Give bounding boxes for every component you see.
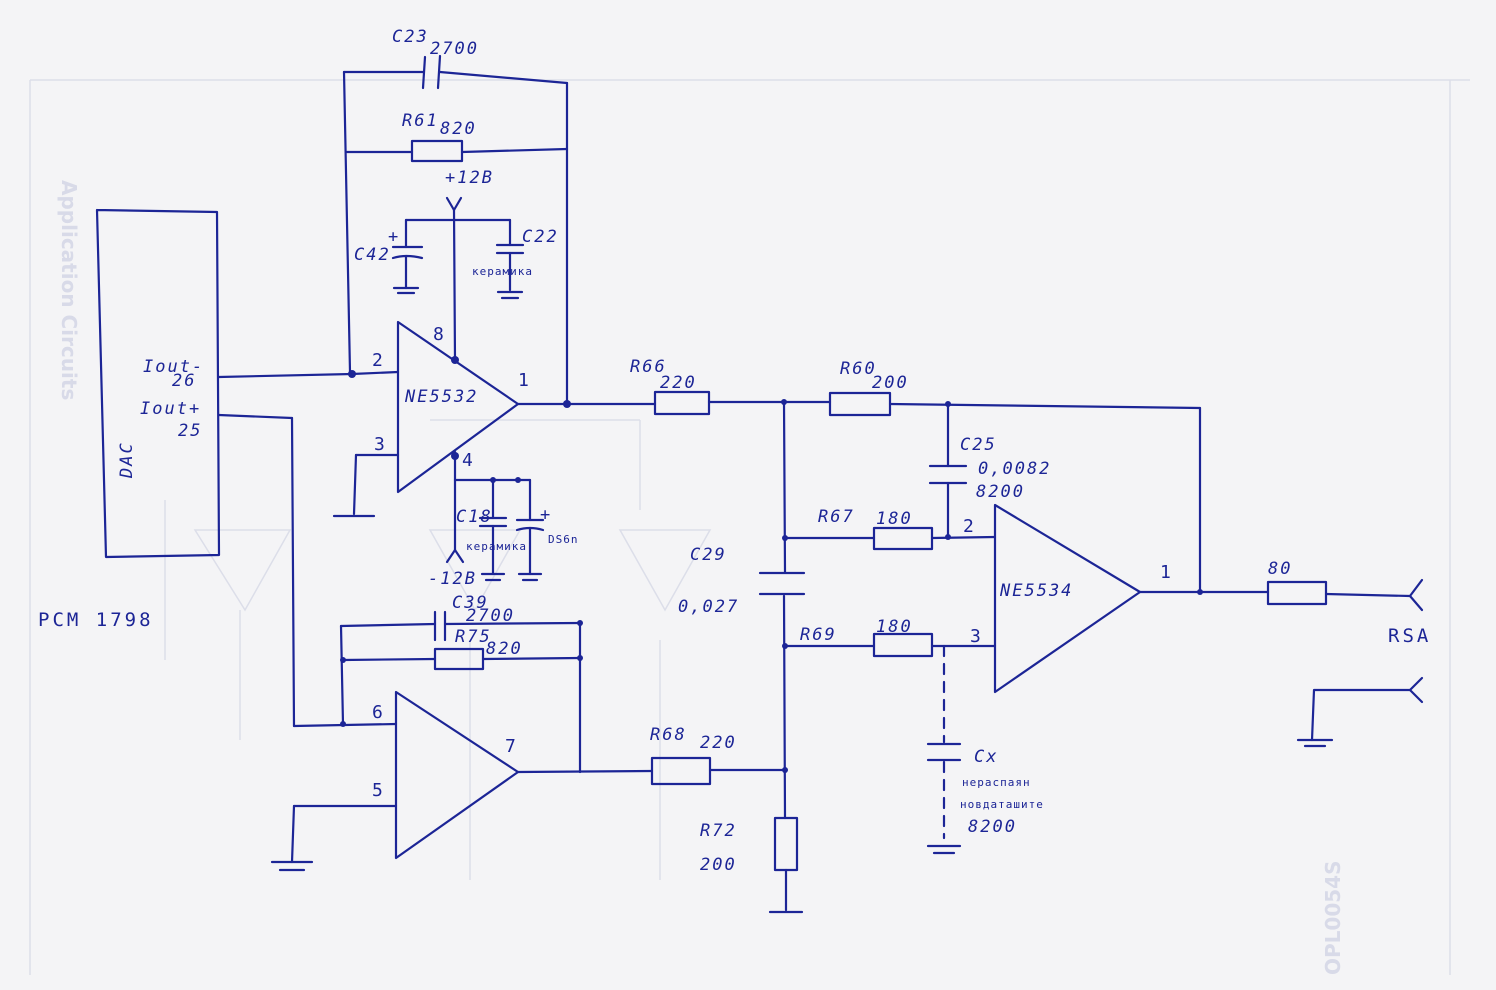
ne5534-pin-2: 2 (963, 516, 974, 537)
c39-value: 2700 (466, 606, 515, 626)
opamp-ne5532-b[interactable]: 6 5 7 (372, 690, 520, 860)
c25-value: 0,0082 (978, 459, 1051, 479)
c29-ref: C29 (690, 545, 727, 565)
r75-value: 820 (486, 639, 523, 659)
c23-value: 2700 (430, 39, 479, 59)
resistor-r75[interactable]: R75 820 (433, 627, 523, 671)
opamp-ne5532-a[interactable]: NE5532 2 3 1 8 4 (372, 320, 529, 494)
r69-ref: R69 (800, 625, 837, 645)
resistor-r72[interactable]: R72 200 (700, 816, 804, 914)
resistor-r66[interactable]: R66 220 (630, 357, 711, 416)
svg-text:+: + (540, 505, 552, 525)
c39-ref: C39 (452, 593, 489, 613)
ne5532-pin-1: 1 (518, 370, 529, 391)
svg-text:+: + (388, 227, 400, 247)
capacitor-c22[interactable]: C22 керамика (472, 218, 559, 300)
r61-ref: R61 (402, 111, 439, 131)
capacitor-ds6n[interactable]: + DS6n (515, 478, 579, 582)
cx-note-2: новдаташите (960, 798, 1044, 811)
r75-ref: R75 (455, 627, 492, 647)
positive-supply: +12B (404, 168, 512, 364)
ne5532b-pin-5: 5 (372, 780, 383, 801)
cx-value: 8200 (968, 817, 1017, 837)
resistor-r61[interactable]: R61 820 (402, 111, 477, 163)
ghost-title: Application Circuits (57, 180, 81, 400)
capacitor-c25[interactable]: C25 0,0082 8200 (928, 435, 1051, 502)
c23-ref: C23 (392, 27, 429, 47)
c22-ref: C22 (522, 227, 559, 247)
ne5534-label: NE5534 (999, 581, 1073, 601)
r66-ref: R66 (630, 357, 667, 377)
c22-note: керамика (472, 265, 533, 278)
resistor-r69[interactable]: R69 180 (800, 617, 934, 658)
capacitor-c23[interactable]: C23 2700 (392, 27, 479, 90)
r69-value: 180 (876, 617, 913, 637)
ne5534-pin-3: 3 (970, 626, 981, 647)
c25-ref: C25 (960, 435, 997, 455)
ne5532-pin-8: 8 (433, 324, 444, 345)
supply-positive-label: +12B (445, 168, 494, 188)
ne5532-pin-3: 3 (374, 434, 385, 455)
c29-value: 0,027 (678, 597, 739, 617)
c25-value-alt: 8200 (976, 482, 1025, 502)
ghost-code: OPL0054S (1321, 861, 1345, 975)
dac-part-number: PCM 1798 (38, 609, 154, 631)
r72-ref: R72 (700, 821, 737, 841)
resistor-r60[interactable]: R60 200 (828, 359, 909, 417)
capacitor-c42[interactable]: + C42 (354, 218, 424, 295)
resistor-r67[interactable]: R67 180 (818, 507, 934, 551)
ne5532-pin-2: 2 (372, 350, 383, 371)
wires-output (1138, 578, 1424, 748)
output-label: RSA (1388, 625, 1431, 647)
capacitor-cx[interactable]: Cx нераспаян новдаташите 8200 (926, 644, 1044, 855)
c42-ref: C42 (354, 245, 391, 265)
wires-stage1 (217, 70, 786, 518)
c18-note: керамика (466, 540, 527, 553)
ne5532-label: NE5532 (404, 387, 478, 407)
dac-pin-iout-minus-name: Iout- (143, 357, 204, 377)
r68-ref: R68 (650, 725, 687, 745)
ne5534-pin-1: 1 (1160, 562, 1171, 583)
r60-value: 200 (872, 373, 909, 393)
ne5532b-pin-7: 7 (505, 736, 516, 757)
c18-ref: C18 (456, 507, 493, 527)
r66-value: 220 (660, 373, 697, 393)
dac-pin-iout-plus-num: 25 (178, 421, 202, 441)
wires-filter (781, 399, 1202, 820)
r68-value: 220 (700, 733, 737, 753)
ds6n-ref: DS6n (548, 533, 579, 546)
ne5532b-pin-6: 6 (372, 702, 383, 723)
cx-note-1: нераспаян (962, 776, 1031, 789)
resistor-r68[interactable]: R68 220 (650, 725, 737, 786)
ne5532-pin-4: 4 (462, 450, 473, 471)
dac-pin-iout-minus-num: 26 (172, 371, 196, 391)
rout-value: 80 (1268, 559, 1292, 579)
r67-value: 180 (876, 509, 913, 529)
capacitor-c18[interactable]: C18 керамика (456, 478, 527, 582)
dac-block: DAC Iout- 26 Iout+ 25 PCM 1798 (38, 208, 221, 631)
r61-value: 820 (440, 119, 477, 139)
cx-ref: Cx (974, 747, 998, 767)
bleed-through-background: Application Circuits OPL0054S (29, 79, 1470, 975)
r72-value: 200 (700, 855, 737, 875)
wires-stage2 (217, 413, 787, 872)
opamp-ne5534[interactable]: NE5534 2 3 1 (963, 503, 1171, 694)
dac-pin-iout-plus-name: Iout+ (140, 399, 201, 419)
supply-negative-label: -12B (428, 569, 477, 589)
capacitor-c39[interactable]: C39 2700 (433, 593, 515, 642)
capacitor-c29[interactable]: C29 0,027 (678, 545, 806, 617)
resistor-output[interactable]: 80 (1266, 559, 1328, 606)
r60-ref: R60 (840, 359, 877, 379)
r67-ref: R67 (818, 507, 855, 527)
dac-label: DAC (117, 441, 137, 479)
